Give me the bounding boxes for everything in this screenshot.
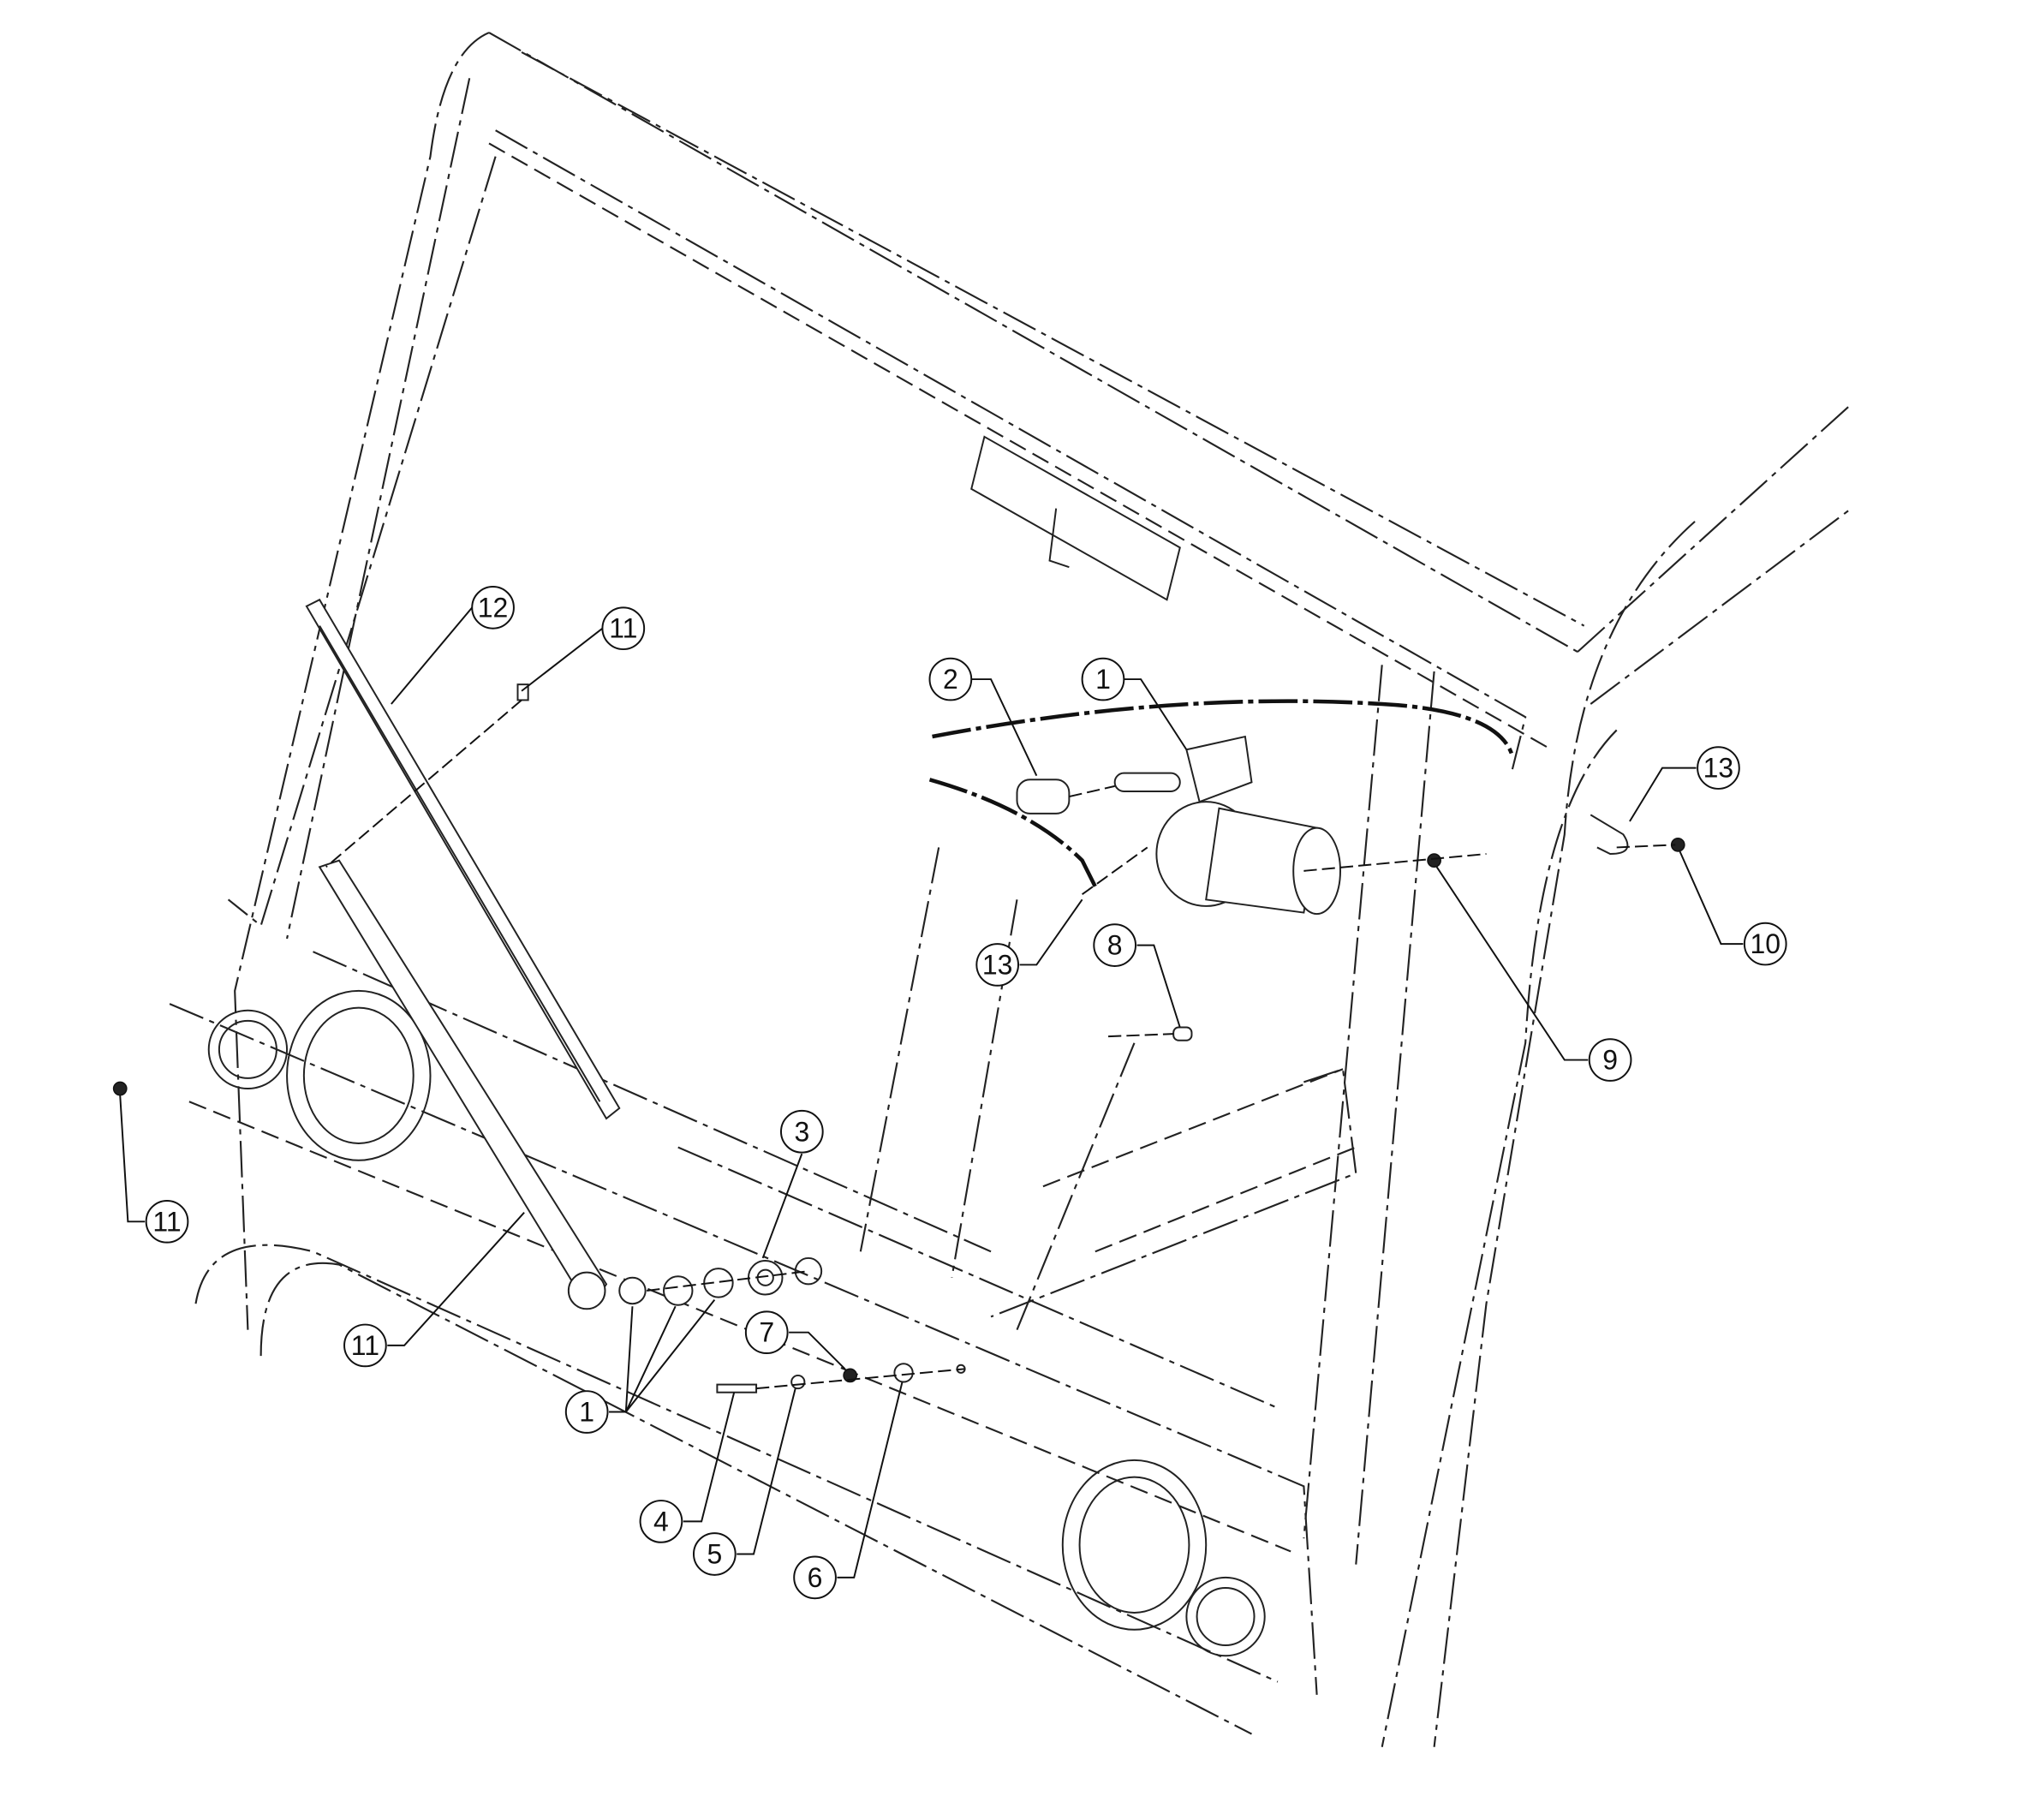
- wiper-arm: [318, 859, 608, 1310]
- callout-9: 9: [1588, 1038, 1632, 1082]
- dashboard-gauges: [207, 989, 1266, 1657]
- svg-text:12: 12: [478, 592, 509, 623]
- svg-text:11: 11: [351, 1330, 379, 1361]
- rearview-mirror: [970, 435, 1181, 601]
- svg-text:13: 13: [982, 949, 1013, 980]
- svg-text:1: 1: [579, 1397, 594, 1428]
- wiper-motor: [1016, 735, 1341, 916]
- callout-1: 1: [564, 1390, 609, 1434]
- svg-text:5: 5: [707, 1538, 722, 1569]
- callout-11: 11: [145, 1199, 189, 1244]
- callout-6: 6: [793, 1555, 837, 1600]
- callout-11: 11: [601, 606, 646, 651]
- svg-text:13: 13: [1703, 753, 1734, 784]
- callout-13: 13: [1697, 746, 1740, 790]
- callout-7: 7: [744, 1310, 789, 1355]
- small-hardware: [112, 683, 1685, 1393]
- callouts: 12 11 2 1 13 10 9 13 8 3 11 11 7 1 4 5 6: [119, 586, 1787, 1600]
- callout-4: 4: [639, 1500, 683, 1543]
- svg-text:2: 2: [943, 664, 958, 695]
- cab-frame: [169, 32, 1852, 1747]
- svg-text:11: 11: [152, 1206, 181, 1237]
- wiper-harness: [928, 699, 1515, 888]
- svg-text:9: 9: [1602, 1045, 1618, 1076]
- wiper-blade: [305, 598, 621, 1120]
- callout-12: 12: [471, 586, 515, 630]
- callout-3: 3: [779, 1109, 824, 1154]
- svg-text:7: 7: [759, 1317, 774, 1348]
- callout-10: 10: [1743, 922, 1787, 966]
- callout-1: 1: [1081, 657, 1125, 701]
- svg-text:1: 1: [1095, 664, 1111, 695]
- callout-11: 11: [343, 1323, 387, 1368]
- svg-text:6: 6: [808, 1562, 823, 1593]
- callout-5: 5: [693, 1532, 737, 1576]
- callout-2: 2: [928, 657, 973, 701]
- svg-text:3: 3: [794, 1116, 809, 1147]
- svg-text:4: 4: [653, 1506, 669, 1537]
- callout-8: 8: [1093, 923, 1137, 967]
- svg-text:10: 10: [1750, 928, 1780, 959]
- svg-text:11: 11: [609, 613, 637, 644]
- callout-13: 13: [975, 943, 1020, 987]
- svg-text:8: 8: [1107, 930, 1123, 961]
